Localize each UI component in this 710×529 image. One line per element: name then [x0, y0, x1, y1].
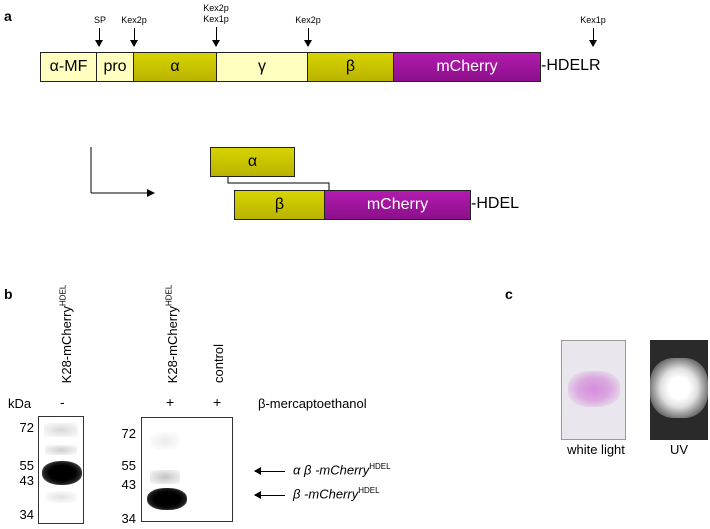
panel-a-label: a — [4, 8, 12, 24]
site-sp-arrow — [95, 28, 103, 47]
site-kex2p-2-arrow — [304, 28, 312, 47]
segment-alpha-mf: α-MF — [40, 52, 97, 82]
bme-label: β-mercaptoethanol — [258, 396, 367, 411]
right-marker-55: 55 — [121, 458, 136, 473]
site-sp-label: SP — [93, 15, 106, 25]
bme-lane2: + — [166, 394, 175, 410]
annotation-beta-mcherry: β -mCherryHDEL — [293, 486, 380, 502]
product-alpha: α — [210, 147, 295, 177]
segment-pro: pro — [96, 52, 134, 82]
disulfide-link — [227, 177, 330, 191]
right-marker-43: 43 — [121, 477, 136, 492]
site-kex2p-2-label: Kex2p — [295, 15, 321, 25]
white-light-caption: white light — [567, 442, 625, 457]
site-kex2p-kex1p-arrow — [212, 27, 220, 47]
site-kex2p-1-arrow — [130, 28, 138, 47]
western-blot-right — [141, 417, 233, 522]
site-kex1p-label: Kex1p — [580, 15, 606, 25]
product-tail-hdel: -HDEL — [471, 195, 520, 212]
left-marker-55: 55 — [19, 458, 34, 473]
segment-gamma: γ — [216, 52, 308, 82]
site-kex1p-arrow — [589, 28, 597, 47]
white-light-image — [561, 340, 626, 440]
site-kex2p-kex1p-label: Kex2p Kex1p — [203, 3, 229, 24]
uv-caption: UV — [669, 442, 689, 457]
left-marker-34: 34 — [19, 507, 34, 522]
kda-label: kDa — [8, 396, 32, 411]
bme-lane1: - — [60, 394, 65, 410]
product-beta: β — [234, 190, 325, 220]
right-marker-34: 34 — [121, 511, 136, 526]
lane-label-control: control — [211, 343, 226, 383]
product-mcherry: mCherry — [324, 190, 471, 220]
panel-c-label: c — [505, 286, 513, 302]
western-blot-left — [38, 416, 84, 524]
lane-label-2: K28-mCherryHDEL — [164, 284, 180, 384]
segment-mcherry: mCherry — [393, 52, 541, 82]
segment-beta: β — [307, 52, 394, 82]
right-marker-72: 72 — [121, 426, 136, 441]
uv-image — [650, 340, 708, 440]
left-marker-72: 72 — [19, 420, 34, 435]
lane-label-1: K28-mCherryHDEL — [58, 284, 74, 384]
arrow-beta-icon — [254, 491, 285, 499]
arrow-alpha-beta-icon — [254, 467, 285, 475]
annotation-alpha-beta-mcherry: α β -mCherryHDEL — [293, 462, 391, 478]
processing-arrow-icon — [90, 147, 155, 197]
panel-b-label: b — [4, 286, 13, 302]
site-kex2p-1-label: Kex2p — [121, 15, 147, 25]
construct-tail-hdelr: -HDELR — [541, 57, 601, 74]
bme-lane3: + — [213, 394, 222, 410]
segment-alpha: α — [133, 52, 217, 82]
left-marker-43: 43 — [19, 473, 34, 488]
